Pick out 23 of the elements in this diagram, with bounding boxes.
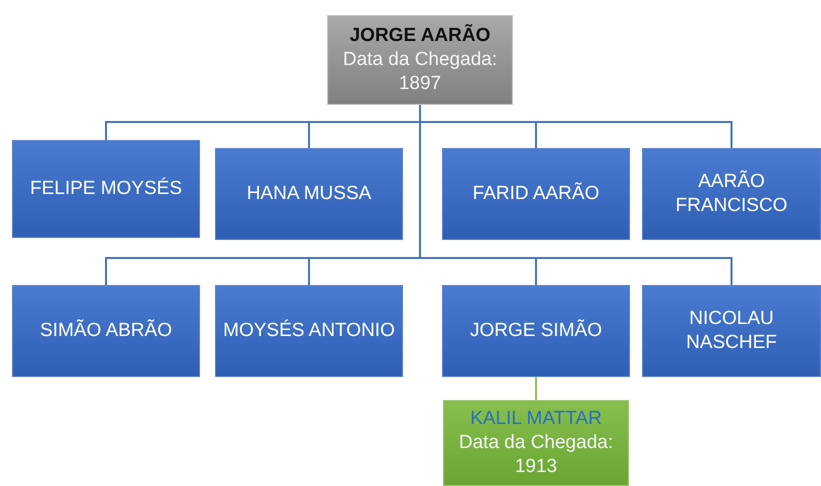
person-name: JORGE SIMÃO [470, 319, 602, 343]
name-box [642, 148, 821, 240]
person-name: AARÃO FRANCISCO [674, 170, 788, 218]
person-name: SIMÃO ABRÃO [40, 319, 172, 343]
name-box [215, 148, 403, 240]
person-name: JORGE AARÃO [350, 24, 490, 48]
name-box [215, 285, 403, 377]
arrival-date: Data da Chegada: 1913 [458, 431, 614, 479]
connector-line [535, 377, 537, 400]
name-box [642, 285, 821, 377]
name-box [442, 148, 630, 240]
name-box [12, 285, 200, 377]
person-name: NICOLAU NASCHEF [685, 307, 778, 355]
arrival-date: Data da Chegada: 1897 [342, 48, 498, 96]
person-name: FARID AARÃO [472, 182, 600, 206]
person-name: FELIPE MOYSÉS [30, 177, 182, 201]
person-name: MOYSÉS ANTONIO [223, 319, 395, 343]
name-box [12, 140, 200, 238]
person-box [443, 400, 629, 486]
person-name: HANA MUSSA [246, 182, 372, 206]
person-name: KALIL MATTAR [470, 407, 602, 432]
person-box [327, 15, 513, 105]
name-box [442, 285, 630, 377]
